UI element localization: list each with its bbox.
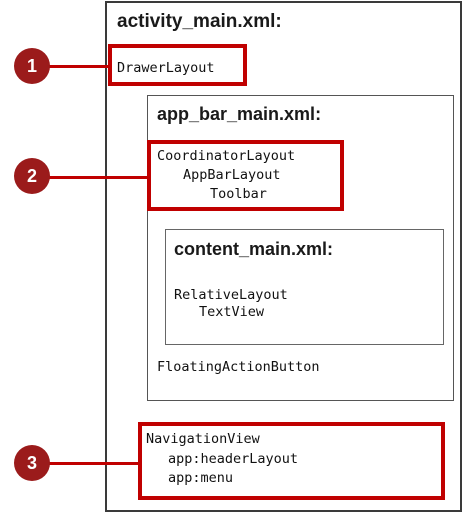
- app-bar-layout-label: AppBarLayout: [183, 167, 281, 183]
- header-layout-label: app:headerLayout: [168, 451, 299, 467]
- highlight-box-3: [138, 422, 445, 500]
- coordinator-layout-label: CoordinatorLayout: [157, 148, 296, 164]
- content-main-title: content_main.xml:: [174, 239, 334, 259]
- callout-badge-3: 3: [14, 445, 50, 481]
- callout-badge-1: 1: [14, 48, 50, 84]
- app-bar-main-title: app_bar_main.xml:: [157, 104, 322, 124]
- fab-label: FloatingActionButton: [157, 359, 320, 375]
- connector-line-3: [32, 462, 140, 465]
- menu-label: app:menu: [168, 470, 234, 486]
- drawer-layout-label: DrawerLayout: [117, 60, 215, 76]
- connector-line-2: [32, 176, 149, 179]
- text-view-label: TextView: [199, 304, 265, 320]
- connector-line-1: [32, 65, 110, 68]
- highlight-box-2: [147, 140, 344, 211]
- activity-main-title: activity_main.xml:: [117, 11, 282, 32]
- highlight-box-1: [108, 44, 247, 86]
- relative-layout-label: RelativeLayout: [174, 287, 288, 303]
- content-main-container: [165, 229, 444, 345]
- toolbar-label: Toolbar: [210, 186, 267, 202]
- callout-badge-2: 2: [14, 158, 50, 194]
- navigation-view-label: NavigationView: [146, 431, 260, 447]
